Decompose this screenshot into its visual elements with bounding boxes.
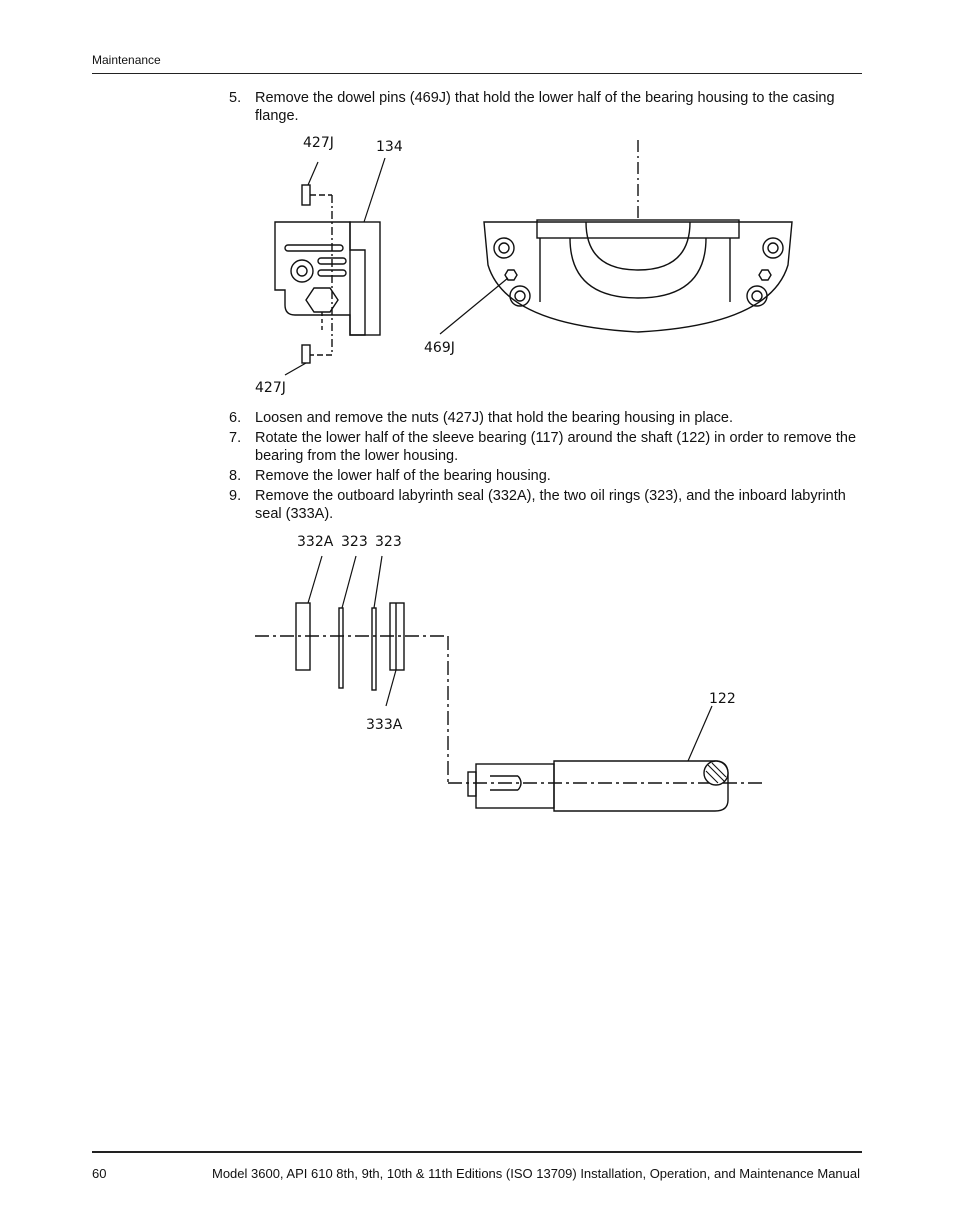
step-item: 7. Rotate the lower half of the sleeve b… [229, 429, 859, 465]
oil-ring-shape [338, 607, 344, 689]
label-332a: 332A [297, 534, 334, 550]
step-text: Remove the lower half of the bearing hou… [255, 468, 551, 484]
page-number: 60 [92, 1166, 107, 1181]
step-list-b: 6. Loosen and remove the nuts (427J) tha… [229, 409, 859, 525]
step-number: 7. [229, 430, 242, 446]
running-header: Maintenance [92, 53, 161, 67]
step-number: 6. [229, 410, 242, 426]
housing-end-view [439, 140, 793, 335]
step-item: 8. Remove the lower half of the bearing … [229, 467, 859, 485]
label-333a: 333A [366, 717, 403, 733]
step-text: Remove the outboard labyrinth seal (332A… [255, 488, 846, 522]
label-469j: 469J [424, 340, 455, 356]
oil-ring-shape [371, 607, 377, 691]
bearing-housing-figure: 427J 134 469J 427J [255, 135, 793, 396]
step-item: 9. Remove the outboard labyrinth seal (3… [229, 487, 859, 523]
top-nut-shape [301, 184, 311, 206]
seal-and-shaft-figure: 332A 323 323 333A 122 [255, 534, 762, 812]
housing-side-view [274, 157, 386, 376]
shaft-shape [467, 705, 729, 812]
step-list-a: 5. Remove the dowel pins (469J) that hol… [229, 89, 859, 127]
step-text: Remove the dowel pins (469J) that hold t… [255, 90, 835, 124]
step-number: 9. [229, 488, 242, 504]
label-122: 122 [709, 691, 736, 707]
dowel-pin-shape [504, 269, 518, 281]
step-item: 5. Remove the dowel pins (469J) that hol… [229, 89, 859, 125]
step-text: Loosen and remove the nuts (427J) that h… [255, 410, 734, 426]
manual-title: Model 3600, API 610 8th, 9th, 10th & 11t… [211, 1166, 860, 1181]
outboard-seal-shape [295, 602, 311, 671]
step-number: 8. [229, 468, 242, 484]
step-item: 6. Loosen and remove the nuts (427J) tha… [229, 409, 859, 427]
label-323-a: 323 [341, 534, 368, 550]
inboard-seal-shape [389, 602, 405, 671]
footer-rule [92, 1151, 862, 1153]
label-427j-top: 427J [303, 135, 334, 151]
label-323-b: 323 [375, 534, 402, 550]
step-number: 5. [229, 90, 242, 106]
header-rule [92, 73, 862, 74]
bottom-nut-shape [301, 344, 311, 364]
label-427j-bottom: 427J [255, 380, 286, 396]
step-text: Rotate the lower half of the sleeve bear… [255, 430, 857, 464]
label-134: 134 [376, 139, 403, 155]
